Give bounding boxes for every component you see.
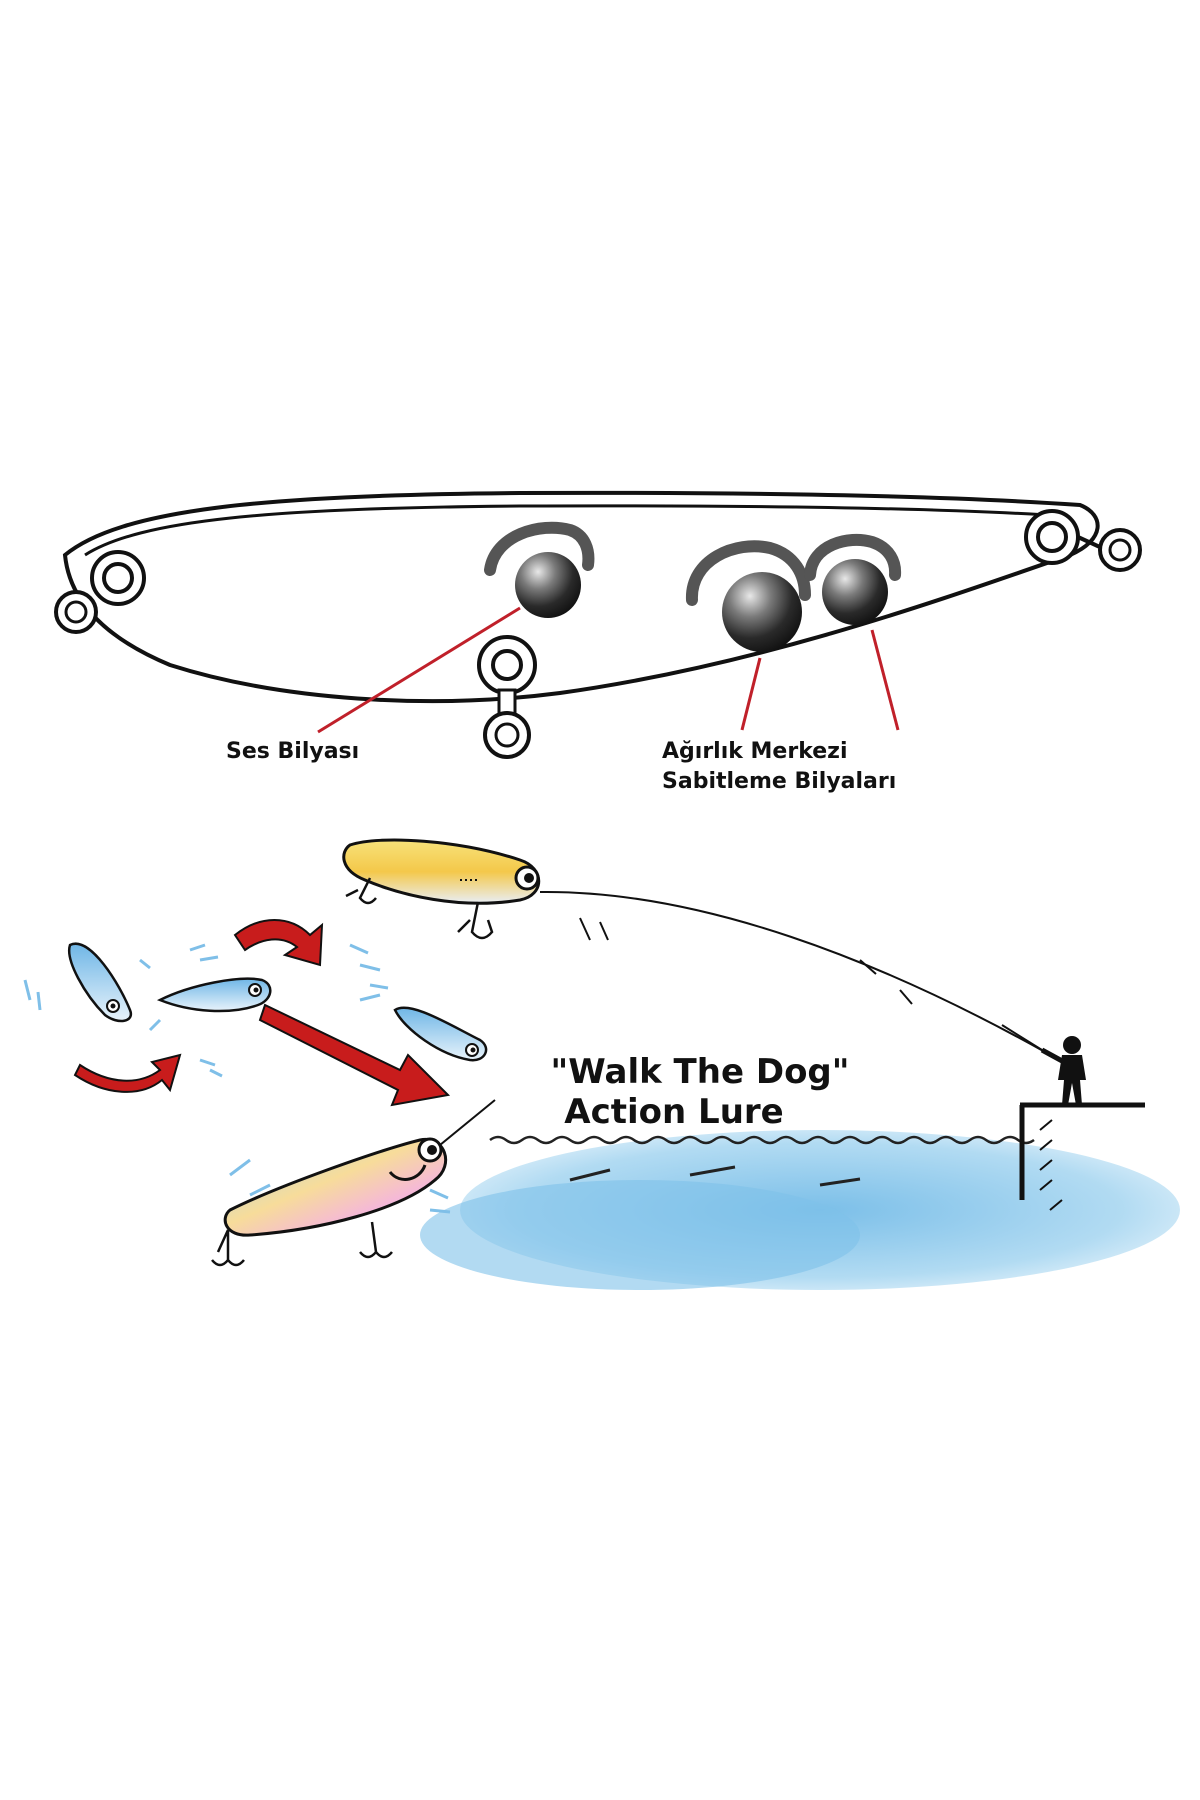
- hook-front: [345, 877, 377, 905]
- leader-line-weight-small: [870, 629, 900, 731]
- blue-fish-3: [393, 1006, 488, 1062]
- label-weight-line2: Sabitleme Bilyaları: [662, 769, 896, 794]
- sound-ball: [484, 521, 595, 618]
- weight-ball-large: [686, 540, 811, 652]
- water-surface-line: [489, 1135, 1035, 1145]
- rainbow-lure: [211, 1099, 496, 1267]
- lure-cross-section: Ses Bilyası Ağırlık Merkezi Sabitleme Bi…: [54, 490, 1142, 794]
- tail-eyelet: [1024, 509, 1142, 572]
- arrow-middle: [258, 1003, 451, 1107]
- arrow-left: [73, 1053, 182, 1093]
- water: [420, 1130, 1180, 1290]
- hook-right: [359, 1221, 393, 1259]
- angler-figure: [1001, 1024, 1086, 1105]
- title-line-2: Action Lure: [564, 1092, 783, 1132]
- splash-marks: [23, 943, 451, 1214]
- pier: [1019, 1102, 1145, 1211]
- arrow-top: [233, 919, 324, 967]
- blue-fish-1: [67, 942, 133, 1023]
- title-line-1: "Walk The Dog": [551, 1052, 850, 1092]
- leader-line-weight-large: [740, 657, 762, 731]
- belly-eyelet: [477, 635, 537, 759]
- lure-body-outline: [62, 490, 1100, 704]
- weight-ball-small: [804, 533, 902, 625]
- walk-the-dog-scene: "Walk The Dog" Action Lure: [23, 838, 1180, 1290]
- lure-body-inner-outline: [84, 504, 1066, 557]
- fishing-line: [539, 890, 1046, 1053]
- label-sound-ball: Ses Bilyası: [226, 739, 359, 764]
- hook-rear: [457, 901, 494, 940]
- hook-left: [211, 1229, 245, 1267]
- leader-line-sound-ball: [317, 606, 521, 734]
- yellow-topwater-lure: [342, 838, 541, 940]
- blue-fish-2: [156, 977, 272, 1013]
- nose-eyelet: [54, 550, 146, 634]
- label-weight-line1: Ağırlık Merkezi: [662, 739, 848, 764]
